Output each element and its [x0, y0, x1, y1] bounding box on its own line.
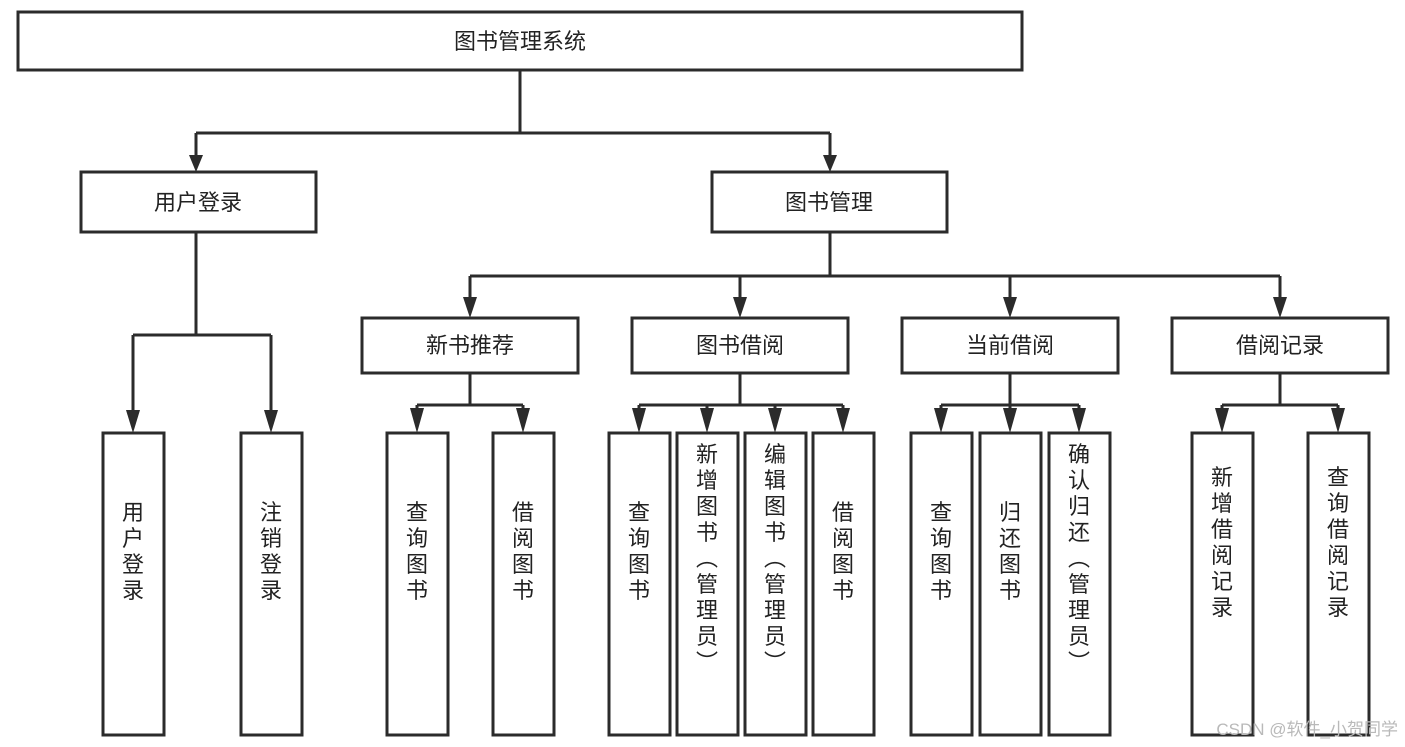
node-leaf-return-book-label: 归还图书 [999, 500, 1021, 603]
node-book-manage-label: 图书管理 [785, 190, 873, 215]
node-leaf-query-book-1-label: 查询图书 [406, 500, 428, 603]
node-leaf-query-record-box[interactable] [1306, 431, 1371, 737]
node-leaf-borrow-book-2[interactable]: 借阅图书 [811, 431, 876, 737]
node-leaf-query-book-2-label: 查询图书 [628, 500, 650, 603]
arrow-to-leaf-return-book [1003, 408, 1017, 433]
node-current-borrow-label: 当前借阅 [966, 333, 1054, 358]
node-leaf-query-record[interactable]: 查询借阅记录 [1306, 431, 1371, 737]
node-leaf-borrow-book-1[interactable]: 借阅图书 [491, 431, 556, 737]
arrow-to-new-book-recommend [463, 297, 477, 318]
node-leaf-borrow-book-2-box[interactable] [811, 431, 876, 737]
node-root-box[interactable] [16, 10, 1024, 72]
node-leaf-user-logout-box[interactable] [239, 431, 304, 737]
node-leaf-query-book-1-box[interactable] [385, 431, 450, 737]
node-book-manage-box[interactable] [710, 170, 949, 234]
node-root-label: 图书管理系统 [454, 29, 586, 54]
node-current-borrow[interactable]: 当前借阅 [900, 316, 1120, 375]
node-current-borrow-box[interactable] [900, 316, 1120, 375]
node-leaf-borrow-book-1-label: 借阅图书 [512, 500, 534, 603]
node-leaf-confirm-return-label: 确认归还︵管理员︶ [1068, 442, 1090, 675]
node-leaf-confirm-return-box[interactable] [1047, 431, 1112, 737]
node-leaf-return-book-box[interactable] [978, 431, 1043, 737]
node-leaf-user-login-label: 用户登录 [122, 500, 144, 603]
node-new-book-recommend-box[interactable] [360, 316, 580, 375]
node-leaf-add-record[interactable]: 新增借阅记录 [1190, 431, 1255, 737]
node-book-manage[interactable]: 图书管理 [710, 170, 949, 234]
node-leaf-user-login[interactable]: 用户登录 [101, 431, 166, 737]
connector-layer [126, 70, 1345, 433]
node-leaf-user-logout-label: 注销登录 [260, 500, 282, 603]
arrow-to-leaf-confirm-return [1072, 408, 1086, 433]
node-leaf-add-book-label: 新增图书︵管理员︶ [696, 442, 718, 675]
leaf-nodes-layer: 用户登录 注销登录 查询图书 借阅图书 查询图书 新增图书︵管理员︶ [101, 431, 1371, 737]
node-borrow-record-box[interactable] [1170, 316, 1390, 375]
node-leaf-user-logout[interactable]: 注销登录 [239, 431, 304, 737]
arrow-to-leaf-borrow-book-1 [516, 408, 530, 433]
watermark-label: CSDN @软件_小贺同学 [1216, 720, 1398, 739]
arrow-to-leaf-query-book-3 [934, 408, 948, 433]
arrow-to-leaf-query-book-2 [632, 408, 646, 433]
node-leaf-edit-book[interactable]: 编辑图书︵管理员︶ [743, 431, 808, 737]
node-leaf-edit-book-label: 编辑图书︵管理员︶ [764, 442, 786, 675]
node-leaf-borrow-book-2-label: 借阅图书 [832, 500, 854, 603]
arrow-to-leaf-edit-book [768, 408, 782, 433]
node-root[interactable]: 图书管理系统 [16, 10, 1024, 72]
node-leaf-add-record-box[interactable] [1190, 431, 1255, 737]
arrow-to-leaf-query-record [1331, 408, 1345, 433]
node-borrow-record[interactable]: 借阅记录 [1170, 316, 1390, 375]
arrow-root-to-book-manage [823, 155, 837, 172]
node-leaf-edit-book-box[interactable] [743, 431, 808, 737]
arrow-to-current-borrow [1003, 297, 1017, 318]
arrow-to-leaf-borrow-book-2 [836, 408, 850, 433]
node-new-book-recommend[interactable]: 新书推荐 [360, 316, 580, 375]
node-leaf-add-book-box[interactable] [675, 431, 740, 737]
node-leaf-query-book-3-box[interactable] [909, 431, 974, 737]
arrow-to-leaf-query-book-1 [410, 408, 424, 433]
node-new-book-recommend-label: 新书推荐 [426, 333, 514, 358]
node-leaf-return-book[interactable]: 归还图书 [978, 431, 1043, 737]
arrow-to-borrow-record [1273, 297, 1287, 318]
arrow-to-book-borrow [733, 297, 747, 318]
arrow-to-leaf-add-book [700, 408, 714, 433]
arrow-to-leaf-user-login [126, 410, 140, 433]
node-book-borrow-box[interactable] [630, 316, 850, 375]
node-leaf-query-record-label: 查询借阅记录 [1327, 465, 1349, 620]
node-leaf-query-book-1[interactable]: 查询图书 [385, 431, 450, 737]
node-leaf-query-book-2-box[interactable] [607, 431, 672, 737]
node-leaf-user-login-box[interactable] [101, 431, 166, 737]
node-borrow-record-label: 借阅记录 [1236, 333, 1324, 358]
arrow-to-leaf-user-logout [264, 410, 278, 433]
node-user-login-box[interactable] [79, 170, 318, 234]
node-leaf-add-record-label: 新增借阅记录 [1211, 465, 1233, 620]
node-user-login[interactable]: 用户登录 [79, 170, 318, 234]
node-book-borrow-label: 图书借阅 [696, 333, 784, 358]
arrow-to-leaf-add-record [1215, 408, 1229, 433]
node-leaf-add-book[interactable]: 新增图书︵管理员︶ [675, 431, 740, 737]
node-leaf-query-book-3[interactable]: 查询图书 [909, 431, 974, 737]
node-leaf-confirm-return[interactable]: 确认归还︵管理员︶ [1047, 431, 1112, 737]
node-leaf-query-book-2[interactable]: 查询图书 [607, 431, 672, 737]
node-user-login-label: 用户登录 [154, 190, 242, 215]
arrow-root-to-user-login [189, 155, 203, 172]
node-leaf-query-book-3-label: 查询图书 [930, 500, 952, 603]
node-book-borrow[interactable]: 图书借阅 [630, 316, 850, 375]
node-leaf-borrow-book-1-box[interactable] [491, 431, 556, 737]
